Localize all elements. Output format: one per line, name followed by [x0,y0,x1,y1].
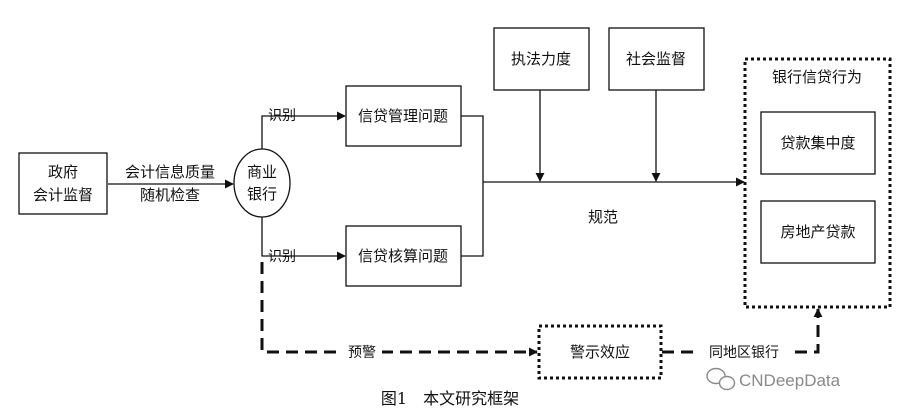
node-gov-line2: 会计监督 [33,186,93,204]
node-bank-line2: 银行 [247,185,277,203]
connectors [108,90,823,357]
node-real-estate-loan-label: 房地产贷款 [780,223,855,241]
edge-bank-to-warn-dashed [260,262,538,357]
wechat-icon [706,367,736,391]
edge-warn-to-behavior-dashed [662,308,823,354]
node-law-enforcement-label: 执法力度 [511,50,571,68]
node-social-supervision: 社会监督 [608,27,705,91]
node-credit-management-label: 信贷管理问题 [358,107,448,125]
node-credit-accounting: 信贷核算问题 [345,225,462,287]
label-same-region: 同地区银行 [709,345,779,361]
node-loan-concentration: 贷款集中度 [760,111,876,175]
node-gov: 政府 会计监督 [18,152,108,215]
node-warning-effect-label: 警示效应 [570,343,630,361]
node-gov-line1: 政府 [48,163,78,181]
node-bank-line1: 商业 [247,163,277,181]
label-identify-top: 识别 [268,108,296,124]
node-credit-accounting-label: 信贷核算问题 [358,247,448,265]
label-quality-check-line2: 随机检查 [140,186,200,204]
figure-caption: 图1 本文研究框架 [381,389,519,408]
label-same-region-bg [698,343,790,361]
label-quality-check-line1: 会计信息质量 [125,163,215,181]
node-bank-credit-behavior-title: 银行信贷行为 [772,68,862,86]
node-bank-credit-behavior: 银行信贷行为 贷款集中度 房地产贷款 [743,57,892,309]
node-bank: 商业 银行 [233,148,291,218]
node-credit-management: 信贷管理问题 [345,85,462,147]
watermark: CNDeepData [706,367,841,391]
node-warning-effect: 警示效应 [537,324,663,380]
label-alert-bg [342,343,382,361]
node-law-enforcement: 执法力度 [493,27,590,91]
label-regulate: 规范 [588,208,618,226]
node-social-supervision-label: 社会监督 [626,50,686,68]
edge-bank-to-mgmt [261,111,346,150]
node-real-estate-loan: 房地产贷款 [760,200,876,264]
label-alert: 预警 [348,345,376,361]
edge-mgmt-to-junction [461,115,484,257]
node-loan-concentration-label: 贷款集中度 [780,134,855,152]
edge-bank-to-calc [261,216,346,261]
label-identify-bottom: 识别 [268,249,296,265]
watermark-text: CNDeepData [739,371,841,390]
